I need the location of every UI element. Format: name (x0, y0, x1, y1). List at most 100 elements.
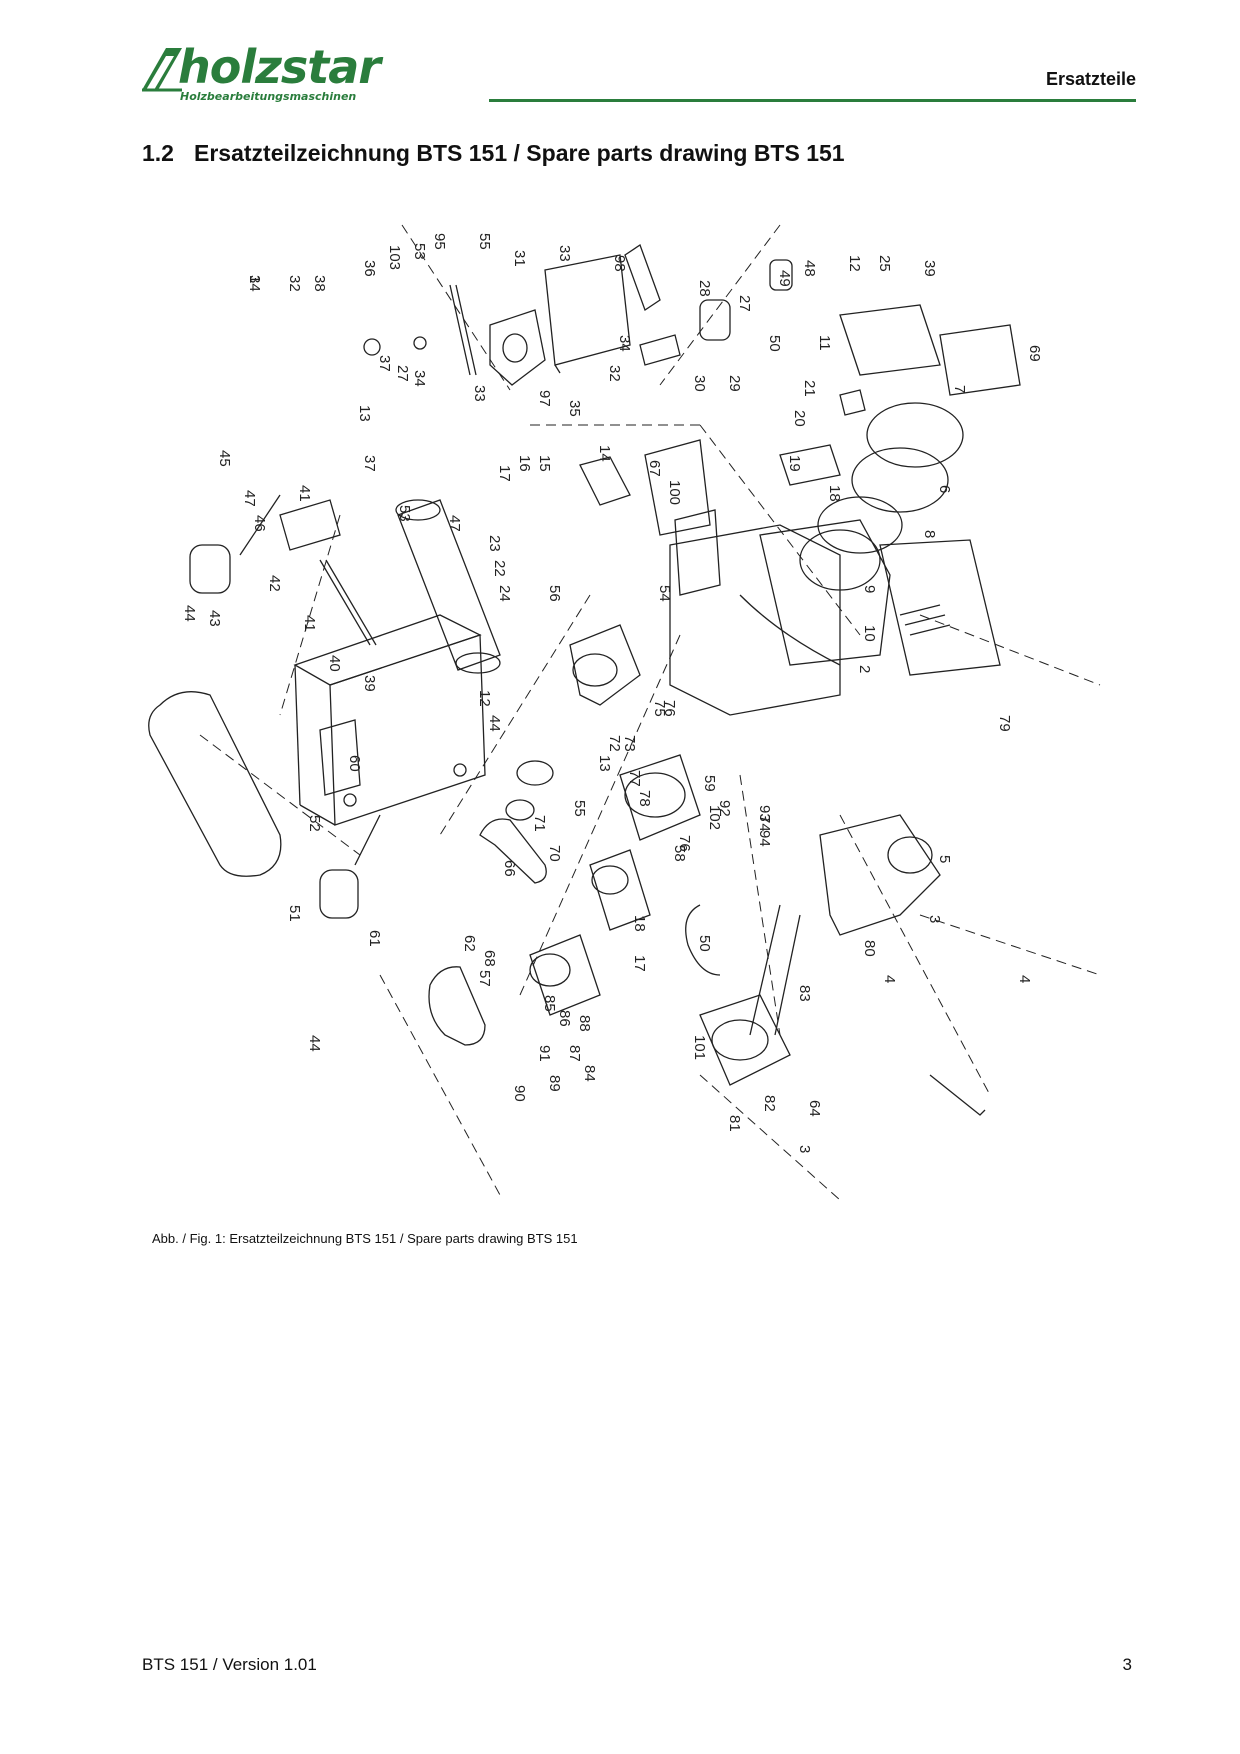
part-label-85: 85 (541, 995, 558, 1012)
part-label-43: 43 (206, 610, 223, 627)
part-label-44: 44 (181, 605, 198, 622)
part-label-73: 73 (621, 735, 638, 752)
footer-page-number: 3 (1122, 1655, 1132, 1674)
part-label-42: 42 (266, 575, 283, 592)
part-label-78: 78 (636, 790, 653, 807)
part-label-33: 33 (471, 385, 488, 402)
part-label-28: 28 (696, 280, 713, 297)
header-divider (489, 99, 1136, 102)
part-label-35: 35 (566, 400, 583, 417)
part-label-66: 66 (501, 860, 518, 877)
part-label-68: 68 (481, 950, 498, 967)
part-label-91: 91 (536, 1045, 553, 1062)
part-label-53: 53 (411, 243, 428, 260)
part-label-27: 27 (736, 295, 753, 312)
part-label-54: 54 (656, 585, 673, 602)
part-label-9: 9 (861, 585, 878, 593)
part-label-37: 37 (376, 355, 393, 372)
part-label-4: 4 (1016, 975, 1033, 983)
part-label-87: 87 (566, 1045, 583, 1062)
part-label-61: 61 (366, 930, 383, 947)
part-label-41: 41 (301, 615, 318, 632)
figure-caption: Abb. / Fig. 1: Ersatzteilzeichnung BTS 1… (152, 1231, 578, 1246)
part-label-51: 51 (286, 905, 303, 922)
part-label-7: 7 (951, 385, 968, 393)
section-number: 1.2 (142, 140, 174, 166)
part-label-97: 97 (536, 390, 553, 407)
part-label-72: 72 (606, 735, 623, 752)
exploded-parts-drawing: 3432383610353955531339828274948122539372… (148, 224, 1101, 1201)
part-label-101: 101 (691, 1035, 708, 1060)
part-label-20: 20 (791, 410, 808, 427)
part-label-18: 18 (631, 915, 648, 932)
logo-mark-icon (142, 48, 182, 92)
part-label-50: 50 (696, 935, 713, 952)
part-label-38: 38 (311, 275, 328, 292)
part-label-11: 11 (816, 335, 833, 351)
part-label-12: 12 (476, 690, 493, 707)
part-label-30: 30 (691, 375, 708, 392)
part-label-31: 31 (511, 250, 528, 267)
part-label-89: 89 (546, 1075, 563, 1092)
part-label-50: 50 (766, 335, 783, 352)
part-label-17: 17 (496, 465, 513, 482)
footer-version: BTS 151 / Version 1.01 (142, 1655, 317, 1674)
part-label-60: 60 (346, 755, 363, 772)
part-label-24: 24 (496, 585, 513, 602)
part-label-48: 48 (801, 260, 818, 277)
part-label-79: 79 (996, 715, 1013, 732)
part-label-40: 40 (326, 655, 343, 672)
part-label-47: 47 (446, 515, 463, 532)
part-label-103: 103 (386, 245, 403, 270)
part-label-1: 1 (246, 275, 263, 283)
part-label-5: 5 (936, 855, 953, 863)
part-label-23: 23 (486, 535, 503, 552)
part-label-59: 59 (701, 775, 718, 792)
part-label-29: 29 (726, 375, 743, 392)
part-label-102: 102 (706, 805, 723, 830)
part-label-80: 80 (861, 940, 878, 957)
part-label-32: 32 (606, 365, 623, 382)
part-label-92: 92 (716, 800, 733, 817)
brand-name: holzstar (178, 40, 381, 94)
part-label-46: 46 (251, 515, 268, 532)
part-label-13: 13 (356, 405, 373, 422)
part-label-55: 55 (476, 233, 493, 250)
part-label-88: 88 (576, 1015, 593, 1032)
part-label-15: 15 (536, 455, 553, 472)
part-label-100: 100 (666, 480, 683, 505)
part-label-14: 14 (596, 445, 613, 462)
part-label-3: 3 (926, 915, 943, 923)
part-label-69: 69 (1026, 345, 1043, 362)
part-label-82: 82 (761, 1095, 778, 1112)
part-label-95: 95 (431, 233, 448, 250)
part-label-81: 81 (726, 1115, 743, 1132)
part-label-18: 18 (826, 485, 843, 502)
part-label-53: 53 (396, 505, 413, 522)
part-label-74: 74 (756, 815, 773, 832)
part-label-56: 56 (546, 585, 563, 602)
part-label-21: 21 (801, 380, 818, 397)
part-label-25: 25 (876, 255, 893, 272)
part-label-98: 98 (611, 255, 628, 272)
part-label-10: 10 (861, 625, 878, 642)
part-label-16: 16 (516, 455, 533, 472)
part-label-34: 34 (616, 335, 633, 352)
part-label-12: 12 (846, 255, 863, 272)
part-label-36: 36 (361, 260, 378, 277)
part-label-4: 4 (881, 975, 898, 983)
part-label-8: 8 (921, 530, 938, 538)
part-label-76: 76 (661, 700, 678, 717)
part-label-67: 67 (646, 460, 663, 477)
part-label-37: 37 (361, 455, 378, 472)
part-label-76: 76 (676, 835, 693, 852)
part-label-33: 33 (556, 245, 573, 262)
part-label-52: 52 (306, 815, 323, 832)
part-label-39: 39 (361, 675, 378, 692)
part-label-6: 6 (936, 485, 953, 493)
part-label-70: 70 (546, 845, 563, 862)
part-label-2: 2 (856, 665, 873, 673)
part-label-44: 44 (486, 715, 503, 732)
